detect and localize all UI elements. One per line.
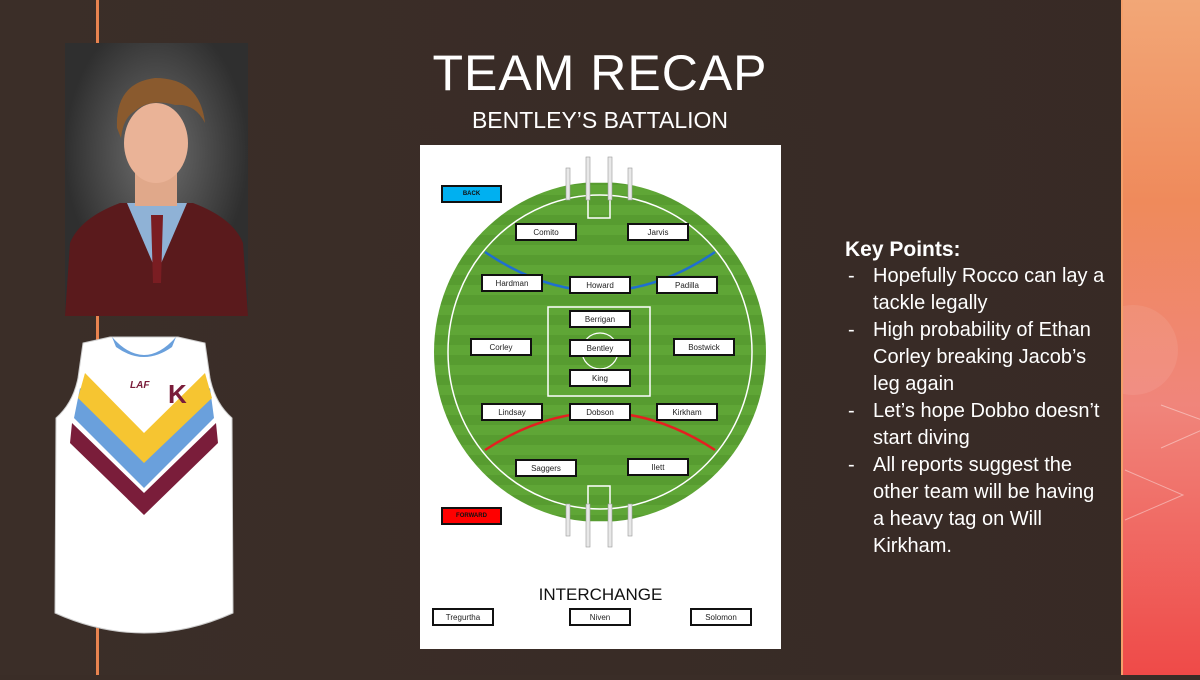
bullet-dash: - — [848, 319, 855, 341]
player-position-box: Padilla — [656, 276, 718, 294]
player-position-box: Comito — [515, 223, 577, 241]
interchange-player-box: Niven — [569, 608, 631, 626]
player-position-box: Jarvis — [627, 223, 689, 241]
key-point-item: -High probability of Ethan Corley breaki… — [845, 317, 1105, 398]
page-title: TEAM RECAP — [432, 45, 768, 101]
player-position-box: Saggers — [515, 459, 577, 477]
interchange-title: INTERCHANGE — [538, 585, 663, 604]
key-points: Key Points: -Hopefully Rocco can lay a t… — [845, 236, 1105, 560]
player-position-box: Howard — [569, 276, 631, 294]
interchange-player-box: Solomon — [690, 608, 752, 626]
player-position-box: Hardman — [481, 274, 543, 292]
key-point-text: Hopefully Rocco can lay a tackle legally — [873, 265, 1105, 314]
player-position-box: Dobson — [569, 403, 631, 421]
player-position-box: Lindsay — [481, 403, 543, 421]
player-position-box: Kirkham — [656, 403, 718, 421]
bullet-dash: - — [848, 454, 855, 476]
bullet-dash: - — [848, 400, 855, 422]
key-point-item: -All reports suggest the other team will… — [845, 452, 1105, 560]
jersey-logo: LAF — [130, 380, 150, 391]
key-point-text: Let’s hope Dobbo doesn’t start diving — [873, 400, 1100, 449]
player-position-box: King — [569, 369, 631, 387]
key-point-text: High probability of Ethan Corley breakin… — [873, 319, 1091, 395]
interchange-player-box: Tregurtha — [432, 608, 494, 626]
back-label: BACK — [441, 185, 502, 203]
player-position-box: Bentley — [569, 339, 631, 357]
football-field — [434, 156, 766, 548]
key-point-item: -Hopefully Rocco can lay a tackle legall… — [845, 263, 1105, 317]
player-position-box: Berrigan — [569, 310, 631, 328]
key-points-heading: Key Points: — [845, 238, 961, 261]
decorative-side-panel — [1088, 0, 1200, 675]
bullet-dash: - — [848, 265, 855, 287]
team-jersey: LAF K — [50, 333, 238, 643]
player-position-box: Ilett — [627, 458, 689, 476]
player-position-box: Bostwick — [673, 338, 735, 356]
page-subtitle: BENTLEY’S BATTALION — [471, 107, 729, 133]
player-photo — [65, 43, 248, 316]
accent-line — [96, 0, 99, 675]
key-point-item: -Let’s hope Dobbo doesn’t start diving — [845, 398, 1105, 452]
forward-label: FORWARD — [441, 507, 502, 525]
key-point-text: All reports suggest the other team will … — [873, 454, 1095, 557]
player-position-box: Corley — [470, 338, 532, 356]
jersey-letter: K — [168, 379, 187, 409]
